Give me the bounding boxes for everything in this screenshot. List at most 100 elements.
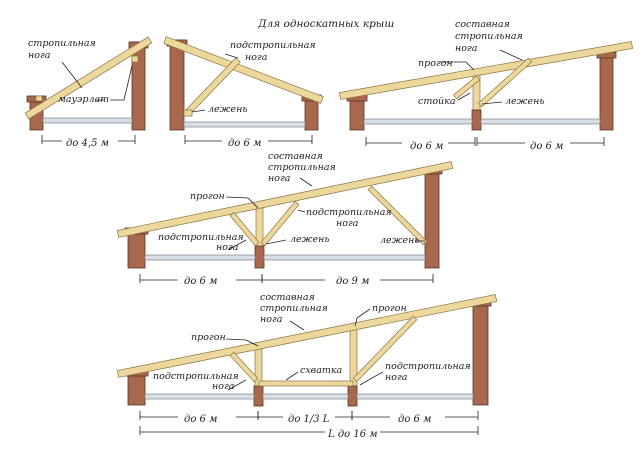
- leader-line: [359, 371, 384, 386]
- label-strut: подстропильная: [230, 40, 316, 51]
- leader-line: [289, 320, 305, 331]
- rafter: [24, 36, 153, 120]
- label-rafter: составная: [260, 292, 315, 303]
- wall: [599, 51, 614, 131]
- label-rafter-3: нога: [455, 43, 478, 54]
- diagram-5-labels: составная стропильная нога прогон прогон…: [153, 292, 471, 440]
- label-rafter-2: стропильная: [260, 303, 328, 314]
- label-rafter: стропильная: [28, 38, 96, 49]
- span-label: до 6 м: [398, 414, 431, 425]
- label-rafter-2: стропильная: [268, 162, 336, 173]
- wall: [169, 39, 185, 131]
- floor-beam: [183, 121, 306, 128]
- label-strut-2: нога: [245, 52, 268, 63]
- rafter: [116, 161, 454, 238]
- rafter: [116, 294, 498, 378]
- leader-line: [110, 65, 133, 101]
- leader-line: [227, 239, 247, 251]
- strut: [229, 211, 260, 247]
- wall: [424, 167, 440, 269]
- label-rafter-3: нога: [268, 173, 291, 184]
- leader-line: [285, 371, 299, 381]
- dimension-gap: [62, 137, 118, 145]
- label-rafter: составная: [455, 19, 510, 30]
- label-rafter: составная: [268, 151, 323, 162]
- dimension-gap: [390, 413, 445, 421]
- label-mauerlat: мауэрлат: [58, 94, 109, 105]
- dimension-gap: [222, 137, 268, 145]
- sill: [183, 109, 193, 117]
- strut: [229, 351, 259, 383]
- structure-drawings: [24, 36, 634, 436]
- floor-beam: [144, 393, 255, 400]
- floor-beam: [356, 393, 474, 400]
- strut: [260, 200, 300, 247]
- label-strut-mid: подстропильная: [306, 207, 392, 218]
- mid-wall: [347, 385, 358, 407]
- tie-beam: [258, 380, 354, 387]
- label-sill: лежень: [208, 104, 248, 115]
- leader-line: [354, 308, 371, 327]
- leader-line: [225, 196, 259, 209]
- label-strut-left-2: нога: [216, 242, 239, 253]
- leader-line: [224, 53, 239, 59]
- strut: [477, 57, 533, 108]
- floor-beam: [480, 118, 601, 125]
- label-strut-right-2: нога: [385, 372, 408, 383]
- dimension-gap: [525, 139, 570, 147]
- leader-line: [61, 61, 83, 89]
- floor-beam: [262, 393, 349, 400]
- dimension-gap: [283, 413, 335, 421]
- leader-line: [299, 177, 313, 187]
- label-rafter-2: стропильная: [455, 31, 523, 42]
- leader-line: [191, 109, 206, 113]
- leader-line: [227, 379, 247, 391]
- strut: [452, 75, 481, 100]
- wall: [131, 41, 146, 131]
- span-label: до 6 м: [184, 414, 217, 425]
- span-label: до 6 м: [410, 141, 443, 152]
- mid-wall: [253, 385, 264, 407]
- leader-line: [265, 239, 287, 245]
- dimension-gap: [325, 276, 380, 284]
- leader-line: [225, 338, 259, 347]
- label-post: стойка: [418, 96, 456, 107]
- span-label: до 6 м: [228, 138, 261, 149]
- label-rafter-3: нога: [260, 314, 283, 325]
- label-purlin: прогон: [190, 191, 225, 202]
- mid-wall: [471, 109, 482, 131]
- diagram-4-labels: составная стропильная нога прогон подстр…: [158, 151, 420, 287]
- label-sill: лежень: [505, 96, 545, 107]
- label-rafter-2: нога: [28, 50, 51, 61]
- floor-beam: [263, 254, 426, 261]
- diagram-3-labels: составная стропильная нога прогон стойка…: [410, 19, 563, 152]
- label-tie: схватка: [300, 365, 343, 376]
- label-sill-mid: лежень: [290, 234, 330, 245]
- leader-line: [297, 209, 306, 213]
- leader-line: [440, 61, 475, 71]
- label-purlin-left: прогон: [191, 332, 226, 343]
- span-label: до 4,5 м: [66, 138, 109, 149]
- dimension-gap: [325, 428, 380, 436]
- floor-beam: [42, 117, 133, 124]
- label-strut-right: подстропильная: [385, 361, 471, 372]
- diagram-title: Для односкатных крыш: [257, 18, 394, 30]
- label-purlin: прогон: [418, 58, 453, 69]
- leader-line: [481, 101, 503, 105]
- label-strut-left: подстропильная: [153, 371, 239, 382]
- mauerlat: [131, 55, 139, 63]
- dimension-gap: [402, 139, 448, 147]
- strut: [352, 315, 418, 383]
- span-label: до 6 м: [184, 276, 217, 287]
- span-label: до 1/3 L: [288, 414, 330, 425]
- rafter: [163, 36, 324, 104]
- dimension-gap: [178, 413, 236, 421]
- diagram-1-labels: стропильная нога мауэрлат до 4,5 м подст…: [28, 38, 316, 149]
- leader-line: [499, 49, 523, 61]
- mauerlat: [35, 95, 43, 102]
- strut: [367, 185, 428, 246]
- rafter: [338, 41, 634, 100]
- floor-beam: [363, 118, 473, 125]
